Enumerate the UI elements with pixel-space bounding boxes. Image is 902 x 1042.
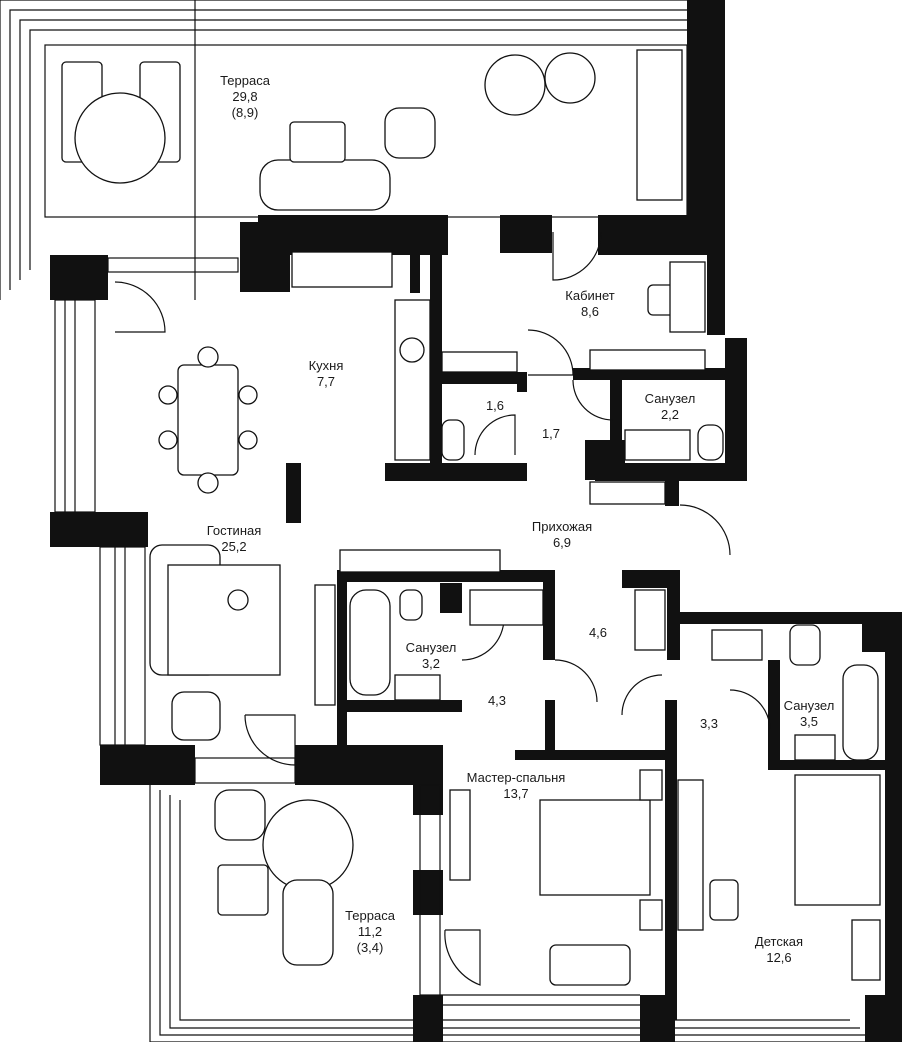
terrace-top-area: 29,8 <box>232 89 257 104</box>
bath-mid-area: 3,2 <box>422 656 440 671</box>
kitchen-area: 7,7 <box>317 374 335 389</box>
corridor-small-area: 1,7 <box>542 426 560 441</box>
doors <box>114 231 771 986</box>
office-name: Кабинет <box>565 288 614 303</box>
terrace-bottom-name: Терраса <box>345 908 396 923</box>
bath-mid-name: Санузел <box>406 640 457 655</box>
bath-top-area: 2,2 <box>661 407 679 422</box>
terrace-top-subarea: (8,9) <box>232 105 259 120</box>
bath-top-name: Санузел <box>645 391 696 406</box>
kids-area: 12,6 <box>766 950 791 965</box>
terrace-top-name: Терраса <box>220 73 271 88</box>
terrace-bottom-subarea: (3,4) <box>357 940 384 955</box>
windows <box>54 257 441 996</box>
kitchen-name: Кухня <box>309 358 344 373</box>
walls <box>50 0 902 1042</box>
hall-name: Прихожая <box>532 519 592 534</box>
closet-43-area: 4,3 <box>488 693 506 708</box>
room-labels: Терраса 29,8 (8,9) Кухня 7,7 Кабинет 8,6… <box>207 73 835 965</box>
terrace-bottom-railing <box>149 785 880 1042</box>
closet-46-area: 4,6 <box>589 625 607 640</box>
wc-small-area: 1,6 <box>486 398 504 413</box>
kids-name: Детская <box>755 934 803 949</box>
living-area: 25,2 <box>221 539 246 554</box>
terrace-bottom-area: 11,2 <box>358 924 382 939</box>
hall-area: 6,9 <box>553 535 571 550</box>
bath-right-area: 3,5 <box>800 714 818 729</box>
master-area: 13,7 <box>503 786 528 801</box>
furniture <box>61 49 881 986</box>
office-area: 8,6 <box>581 304 599 319</box>
living-name: Гостиная <box>207 523 262 538</box>
bath-right-name: Санузел <box>784 698 835 713</box>
master-name: Мастер-спальня <box>467 770 566 785</box>
closet-33-area: 3,3 <box>700 716 718 731</box>
